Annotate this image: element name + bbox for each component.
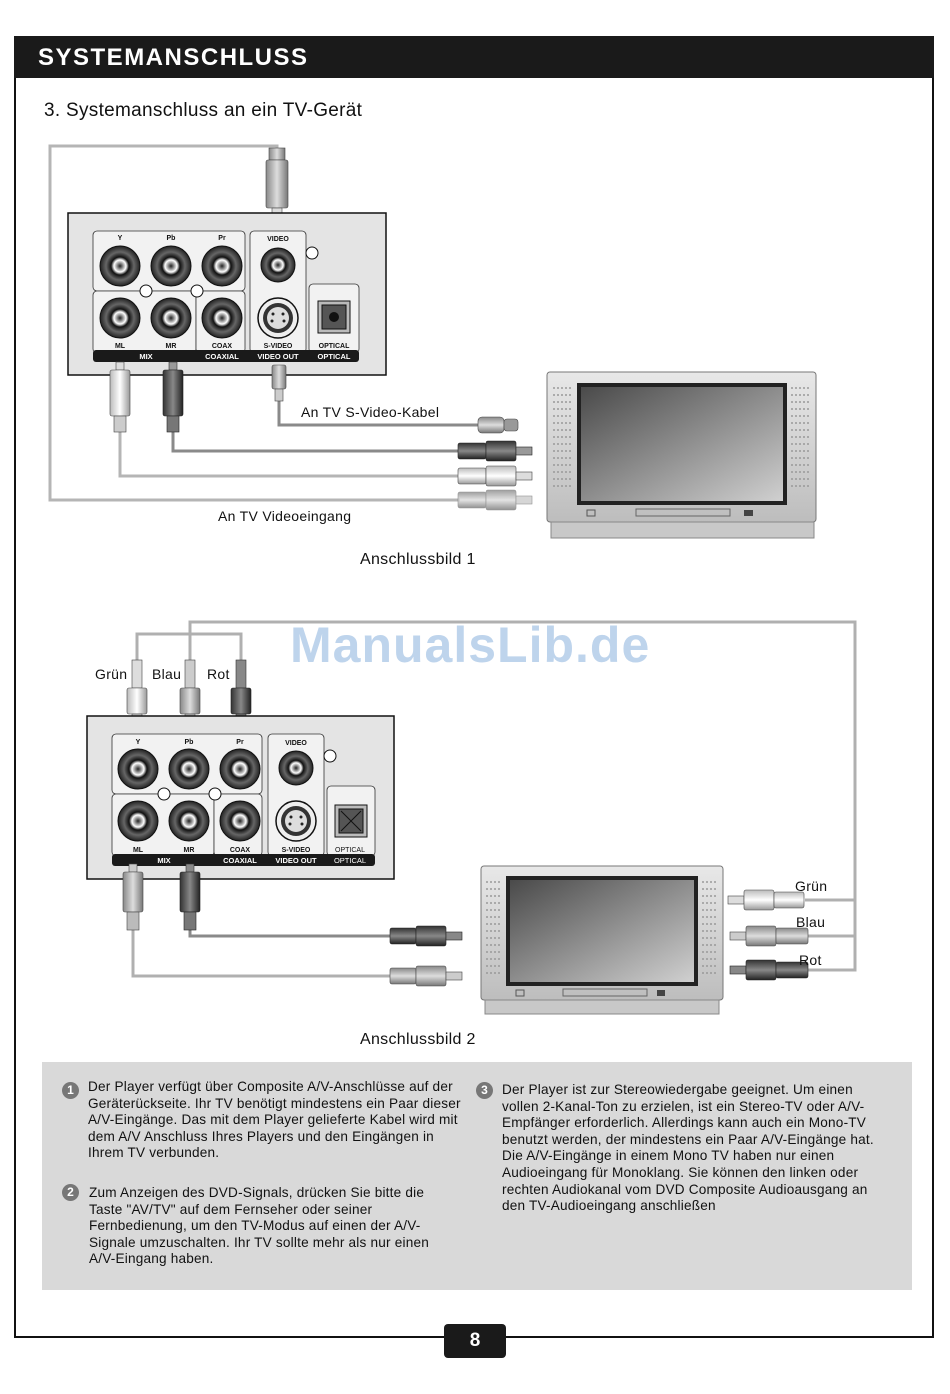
group-label-video-out: VIDEO OUT (257, 352, 299, 361)
label-gruen-top: Grün (95, 666, 128, 682)
video-plug-icon (265, 147, 289, 225)
jack-label-optical-2: OPTICAL (335, 847, 365, 854)
player-rear-panel-2: Y Pb Pr VIDEO ML MR COAX S-VIDEO OPTICAL… (86, 715, 395, 880)
jack-label-coax-2: COAX (230, 847, 251, 854)
label-blau-top: Blau (152, 666, 182, 682)
audio-right-plug-icon-2 (179, 863, 201, 931)
note-1-text: Der Player verfügt über Composite A/V-An… (88, 1079, 461, 1161)
note-number-1: 1 (62, 1082, 79, 1099)
label-rot-right: Rot (799, 952, 822, 968)
note-2-text: Zum Anzeigen des DVD-Signals, drücken Si… (89, 1185, 429, 1267)
group-label-optical: OPTICAL (318, 352, 351, 361)
jack-label-svideo: S-VIDEO (264, 343, 293, 350)
group-label-optical-2: OPTICAL (334, 856, 366, 865)
header-title: SYSTEMANSCHLUSS (38, 44, 309, 71)
tv2-red-plug-icon (729, 959, 809, 981)
audio-left-plug-icon (109, 361, 131, 433)
tv2-audio-right-plug-icon (389, 925, 463, 947)
jack-label-pb-2: Pb (185, 739, 194, 746)
jack-label-ml-2: ML (133, 847, 144, 854)
watermark: ManualsLib.de (290, 617, 651, 673)
jack-label-video-2: VIDEO (285, 740, 307, 747)
tv2-audio-left-plug-icon (389, 965, 463, 987)
jack-label-ml: ML (115, 343, 126, 350)
video-input-label: An TV Videoeingang (218, 508, 352, 524)
tv-audio-left-plug-icon (457, 465, 533, 487)
page-header: SYSTEMANSCHLUSS (14, 36, 934, 78)
label-rot-top: Rot (207, 666, 230, 682)
tv2-blue-plug-icon (729, 925, 809, 947)
note-3-text: Der Player ist zur Stereowiedergabe geei… (502, 1082, 874, 1214)
group-label-mix-2: MIX (157, 856, 170, 865)
label-blau-right: Blau (796, 914, 826, 930)
jack-label-video: VIDEO (267, 236, 289, 243)
group-label-coaxial: COAXIAL (205, 352, 239, 361)
jack-label-pr: Pr (218, 235, 226, 242)
jack-label-pb: Pb (167, 235, 176, 242)
note-number-2: 2 (62, 1184, 79, 1201)
label-gruen-right: Grün (795, 878, 828, 894)
audio-left-plug-icon-2 (122, 863, 144, 931)
jack-label-mr-2: MR (184, 847, 195, 854)
audio-right-plug-icon (162, 361, 184, 433)
note-number-3: 3 (476, 1082, 493, 1099)
player-rear-panel-1: Y Pb Pr VIDEO ML MR COAX S-VIDEO OPTICAL… (67, 212, 387, 376)
tv-icon-1 (546, 371, 817, 539)
jack-label-y: Y (118, 235, 123, 242)
svideo-tv-plug-icon (477, 416, 519, 434)
tv2-green-plug-icon (727, 889, 805, 911)
jack-label-pr-2: Pr (236, 739, 244, 746)
jack-label-optical: OPTICAL (319, 343, 350, 350)
svideo-plug-icon (271, 364, 287, 402)
page-number-box: 8 (444, 1324, 506, 1358)
group-label-video-out-2: VIDEO OUT (275, 856, 317, 865)
jack-label-svideo-2: S-VIDEO (282, 847, 311, 854)
jack-label-coax: COAX (212, 343, 233, 350)
svideo-cable-label: An TV S-Video-Kabel (301, 404, 440, 420)
group-label-coaxial-2: COAXIAL (223, 856, 257, 865)
group-label-mix: MIX (139, 352, 152, 361)
jack-label-y-2: Y (136, 739, 141, 746)
jack-label-mr: MR (166, 343, 177, 350)
notes-box: 1 Der Player verfügt über Composite A/V-… (42, 1062, 912, 1290)
caption-diagram-2: Anschlussbild 2 (360, 1031, 476, 1048)
tv-video-plug-icon (457, 489, 533, 511)
tv-audio-right-plug-icon (457, 440, 533, 462)
section-title: 3. Systemanschluss an ein TV-Gerät (44, 100, 363, 121)
caption-diagram-1: Anschlussbild 1 (360, 551, 476, 568)
tv-icon-2 (480, 865, 724, 1015)
page-number: 8 (469, 1330, 481, 1351)
